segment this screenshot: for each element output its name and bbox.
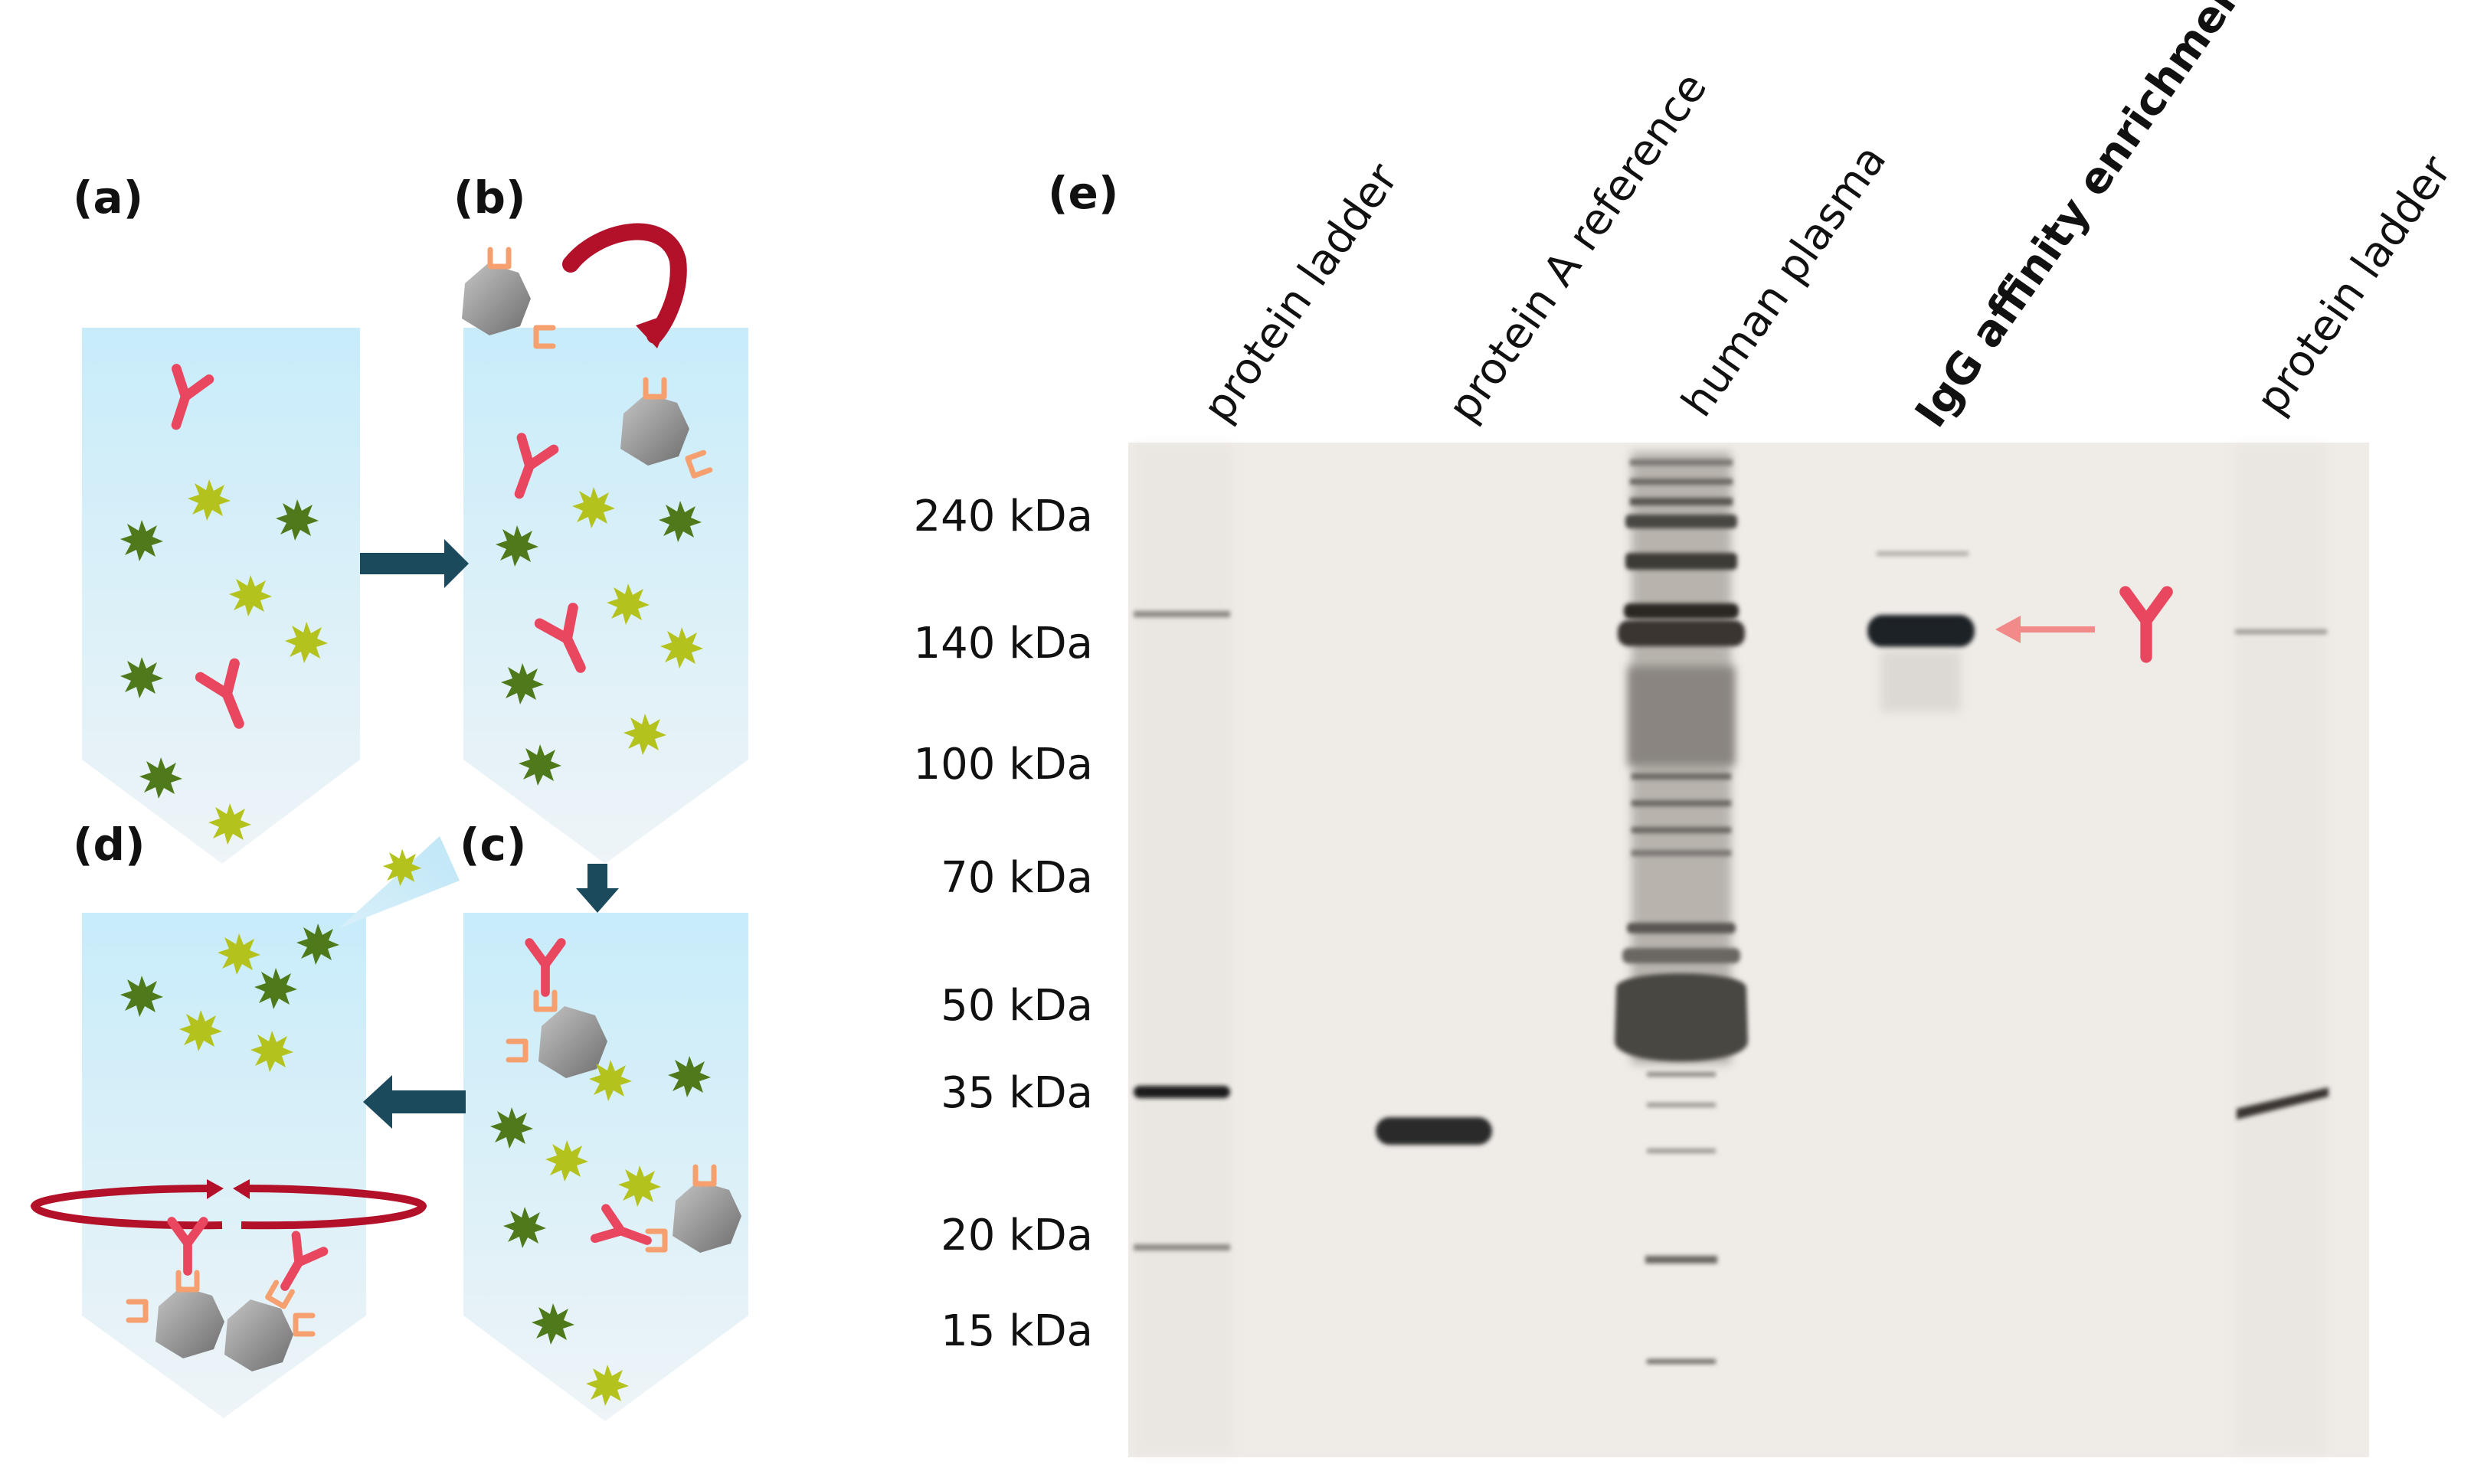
flow-arrow-icon	[360, 539, 469, 588]
lane-label: human plasma	[1672, 136, 1896, 426]
mw-label: 140 kDa	[913, 619, 1093, 668]
gel-lane-human-plasma	[1615, 452, 1748, 1364]
lane-label: IgG affinity enrichment	[1906, 0, 2266, 436]
flow-arrow-icon	[363, 1075, 466, 1129]
lane-labels: protein ladder protein A reference human…	[1193, 0, 2462, 436]
panel-label-d: (d)	[73, 819, 146, 871]
mw-label: 50 kDa	[941, 981, 1093, 1031]
lane-label: protein ladder	[1193, 154, 1409, 431]
tube-b	[463, 328, 748, 864]
mw-label: 35 kDa	[941, 1068, 1093, 1118]
panel-label-e: (e)	[1048, 167, 1118, 219]
panel-label-c: (c)	[460, 819, 526, 871]
lane-label: protein A reference	[1438, 64, 1717, 431]
mw-marker-labels: 240 kDa 140 kDa 100 kDa 70 kDa 50 kDa 35…	[913, 492, 1093, 1356]
gel-lane-ladder-right	[2235, 444, 2329, 1455]
mw-label: 15 kDa	[941, 1306, 1093, 1356]
panel-label-b: (b)	[453, 172, 526, 224]
tube-c	[463, 913, 748, 1421]
spin-arrow-icon	[562, 223, 687, 348]
gel-lane-protein-a	[1376, 1117, 1492, 1145]
flow-arrow-icon	[576, 864, 619, 913]
mw-label: 240 kDa	[913, 492, 1093, 541]
lane-label: protein ladder	[2247, 146, 2462, 423]
gel-lane-ladder-left	[1134, 444, 1233, 1455]
tube-d	[82, 913, 366, 1418]
mw-label: 20 kDa	[941, 1211, 1093, 1260]
igg-pointer-arrow	[1995, 616, 2095, 643]
mw-label: 70 kDa	[941, 853, 1093, 903]
spin-arrow-icon	[30, 1179, 427, 1230]
gel	[1128, 443, 2369, 1457]
tube-a	[82, 328, 360, 864]
gel-lane-igg-enrichment	[1867, 551, 1975, 712]
mw-label: 100 kDa	[913, 740, 1093, 789]
panel-label-a: (a)	[73, 172, 143, 224]
gel-background	[1128, 443, 2369, 1457]
